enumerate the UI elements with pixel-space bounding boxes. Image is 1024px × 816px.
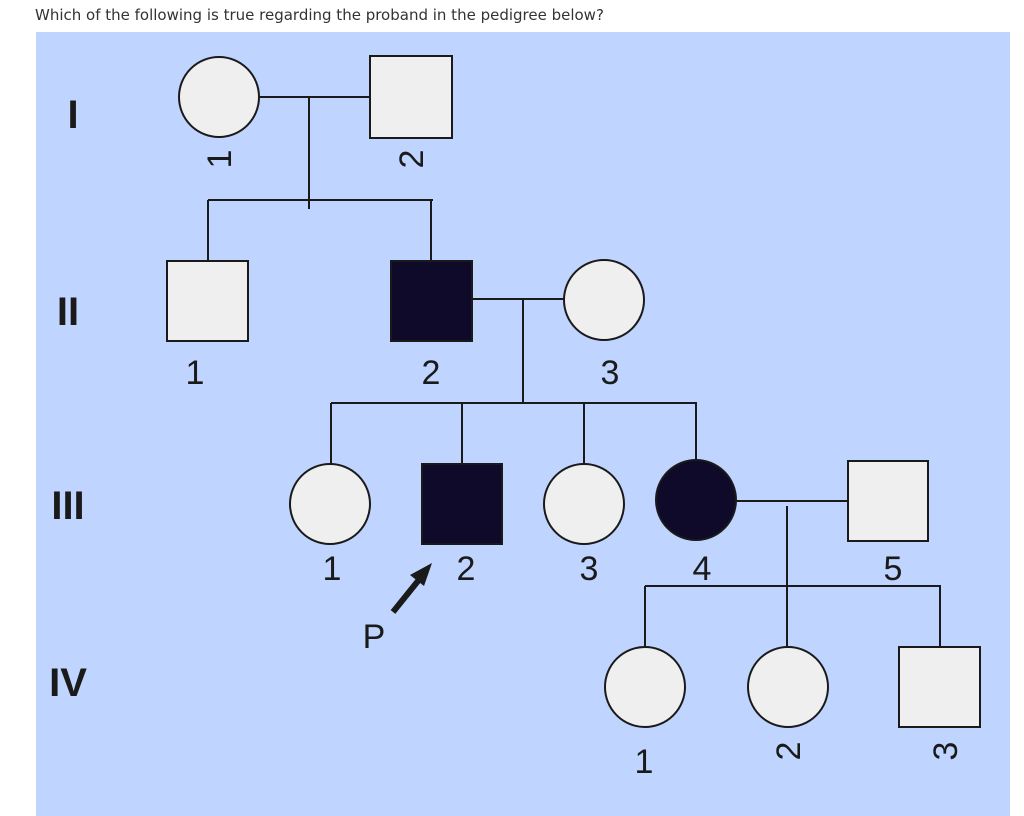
individual-number-III-1: 1 (323, 550, 342, 588)
individual-number-I-1: 1 (201, 150, 239, 169)
individual-III-1 (289, 463, 371, 545)
generation-label-IV: IV (49, 661, 87, 705)
individual-IV-1 (604, 646, 686, 728)
proband-marker: P (363, 618, 386, 656)
individual-III-3 (543, 463, 625, 545)
individual-I-2 (369, 55, 453, 139)
individual-III-2 (421, 463, 503, 545)
individual-IV-3 (898, 646, 981, 728)
individual-number-III-5: 5 (884, 550, 903, 588)
individual-III-5 (847, 460, 929, 542)
generation-label-I: I (67, 93, 78, 137)
individual-number-II-2: 2 (422, 354, 441, 392)
question-text: Which of the following is true regarding… (35, 6, 604, 24)
individual-number-IV-3: 3 (927, 742, 965, 761)
individual-IV-2 (747, 646, 829, 728)
individual-number-III-4: 4 (693, 550, 712, 588)
individual-II-2 (390, 260, 473, 342)
individual-number-II-3: 3 (601, 354, 620, 392)
pedigree-background (36, 32, 1010, 816)
generation-label-III: III (51, 484, 84, 528)
individual-number-III-2: 2 (457, 550, 476, 588)
individual-III-4 (655, 459, 737, 541)
proband-arrow (390, 563, 432, 614)
individual-II-3 (563, 259, 645, 341)
relationship-lines (207, 96, 941, 647)
generation-label-II: II (57, 290, 79, 334)
individual-number-III-3: 3 (580, 550, 599, 588)
individual-I-1 (178, 56, 260, 138)
individual-number-II-1: 1 (186, 354, 205, 392)
individual-number-IV-1: 1 (635, 743, 654, 781)
individual-number-IV-2: 2 (770, 742, 808, 761)
pedigree-chart: I II III IV 1 2 1 2 3 1 2 3 4 5 (36, 32, 1010, 816)
individual-II-1 (166, 260, 249, 342)
individual-number-I-2: 2 (393, 150, 431, 169)
